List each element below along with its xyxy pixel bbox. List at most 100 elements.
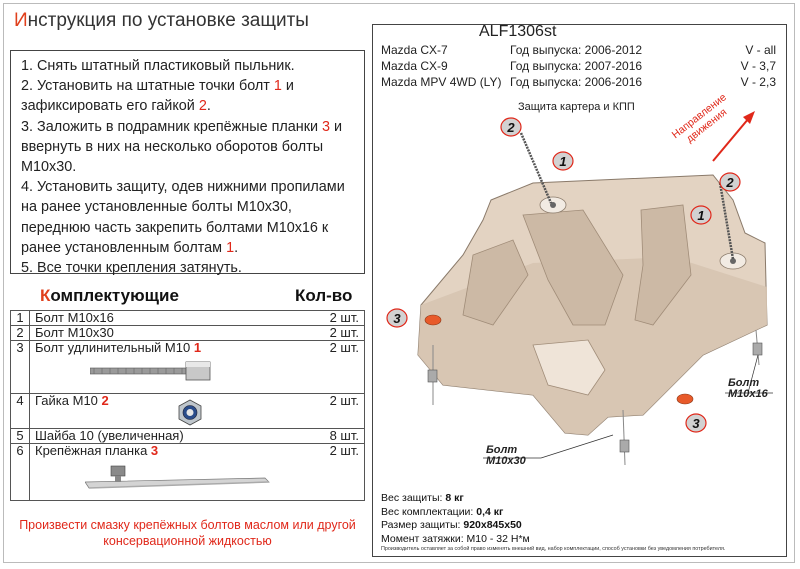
spec-value: 8 кг [445,492,464,504]
callout-label: 1 [697,208,704,223]
part-num: 3 [10,340,30,394]
part-qty: 2 шт. [308,340,365,394]
part-num: 6 [10,443,30,501]
part-name-text: Крепёжная планка [35,443,151,458]
parts-heading-initial: К [40,286,51,305]
table-row: 1 Болт М10х16 2 шт. [10,310,365,326]
step-2-ref-2: 2 [198,98,207,115]
part-name: Болт М10х30 [29,325,308,341]
step-4: 4. Установить защиту, одев нижними пропи… [21,177,361,258]
step-2-ref-1: 1 [273,78,282,95]
step-4-text-a: 4. Установить защиту, одев нижними пропи… [21,179,345,256]
leader-line [540,434,614,459]
part-name: Болт М10х16 [29,310,308,326]
vehicle-row: Mazda MPV 4WD (LY)Год выпуска: 2006-2016… [381,74,781,90]
step-4-text-b: . [234,239,239,256]
step-4-ref: 1 [226,239,235,256]
skid-plate-diagram: 2 1 2 1 3 3 [386,111,773,466]
spec-label: Момент затяжки: [381,532,467,545]
skid-plate [417,174,768,436]
spec-value: 0,4 кг [476,505,504,518]
step-2: 2. Установить на штатные точки болт 1 и … [21,76,361,116]
table-row: 3 Болт удлинительный М10 1 2 шт. [10,340,365,394]
part-ref: 3 [150,443,159,458]
spec-label: Размер защиты: [381,519,464,531]
mounting-plate-icon [85,465,270,489]
part-ref: 1 [193,340,202,355]
instructions-text: 1. Снять штатный пластиковый пыльник. 2.… [21,56,361,278]
table-row: 6 Крепёжная планка 3 2 шт. [10,443,365,501]
part-num: 5 [10,428,30,444]
part-num: 4 [10,393,30,429]
spec-kit-weight: Вес комплектации: 0,4 кг [381,506,530,520]
spec-value: 920х845х50 [463,519,522,531]
parts-heading-rest: омплектующие [50,286,179,305]
bolt-label-line: М10х16 [728,388,768,400]
callout-3-right: 3 [685,413,707,433]
part-ref: 2 [101,393,109,408]
part-qty: 2 шт. [308,393,365,429]
instructions-box: 1. Снять штатный пластиковый пыльник. 2.… [10,50,365,276]
part-qty: 8 шт. [308,428,365,444]
callout-label: 2 [725,175,734,190]
title-rest: нструкция по установке защиты [27,10,309,31]
step-2-text-b: и зафиксировать его гайкой [21,78,294,115]
callout-label: 1 [559,154,566,169]
part-qty: 2 шт. [308,310,365,326]
part-name-text: Шайба 10 (увеличенная) [35,428,184,443]
direction-arrow-icon [712,111,755,162]
part-qty: 2 шт. [308,325,365,341]
part-name: Крепёжная планка 3 [29,443,308,501]
vehicle-years: Год выпуска: 2007-2016 [510,59,643,73]
part-name-text: Болт М10х30 [35,325,114,340]
callout-2-left: 2 [500,117,522,137]
spec-value: М10 - 32 Н*м [466,532,530,545]
model-code: ALF1306st [479,23,557,40]
diagram-caption: Защита картера и КПП [518,101,635,113]
table-row: 5 Шайба 10 (увеличенная) 8 шт. [10,428,365,444]
extension-bolt-icon [90,361,211,381]
vehicle-years: Год выпуска: 2006-2016 [510,75,643,89]
spec-label: Вес защиты: [381,492,446,504]
spec-size: Размер защиты: 920х845х50 [381,519,530,533]
vehicle-model: Mazda CX-7 [381,43,448,57]
qty-heading: Кол-во [295,286,353,305]
callout-1-left: 1 [552,151,574,171]
lubrication-note: Произвести смазку крепёжных болтов масло… [19,518,356,548]
step-5: 5. Все точки крепления затянуть. [21,260,242,277]
bolt-label-line: Болт [728,377,760,389]
step-2-text-a: 2. Установить на штатные точки болт [21,78,274,95]
callout-label: 2 [506,120,515,135]
bolt-icon [427,132,763,466]
callout-label: 3 [692,416,700,431]
part-name-text: Болт М10х16 [35,310,114,325]
vehicle-volume: V - 2,3 [740,75,776,89]
part-num: 1 [10,310,30,326]
specs-block: Вес защиты: 8 кг Вес комплектации: 0,4 к… [381,492,530,546]
step-3-ref: 3 [322,118,331,135]
bolt-label-line: Болт [486,444,518,456]
callout-2-right: 2 [719,172,741,192]
spec-torque: Момент затяжки: М10 - 32 Н*м [381,533,530,547]
step-1: 1. Снять штатный пластиковый пыльник. [21,58,295,74]
parts-heading: Комплектующие [40,286,179,306]
vehicle-volume: V - all [745,43,776,57]
vehicle-volume: V - 3,7 [740,59,776,73]
table-row: 4 Гайка М10 2 2 шт. [10,393,365,429]
part-name: Гайка М10 2 [29,393,308,429]
callout-label: 3 [393,311,401,326]
spec-weight: Вес защиты: 8 кг [381,492,530,506]
page-frame [3,3,795,563]
part-name: Болт удлинительный М10 1 [29,340,308,394]
part-name: Шайба 10 (увеличенная) [29,428,308,444]
spec-label: Вес комплектации: [381,505,477,518]
part-qty: 2 шт. [308,443,365,501]
callout-3-left: 3 [386,308,408,328]
step-3-text-b: и ввернуть в них на несколько оборотов б… [21,118,343,176]
disclaimer: Производитель оставляет за собой право и… [381,546,726,552]
